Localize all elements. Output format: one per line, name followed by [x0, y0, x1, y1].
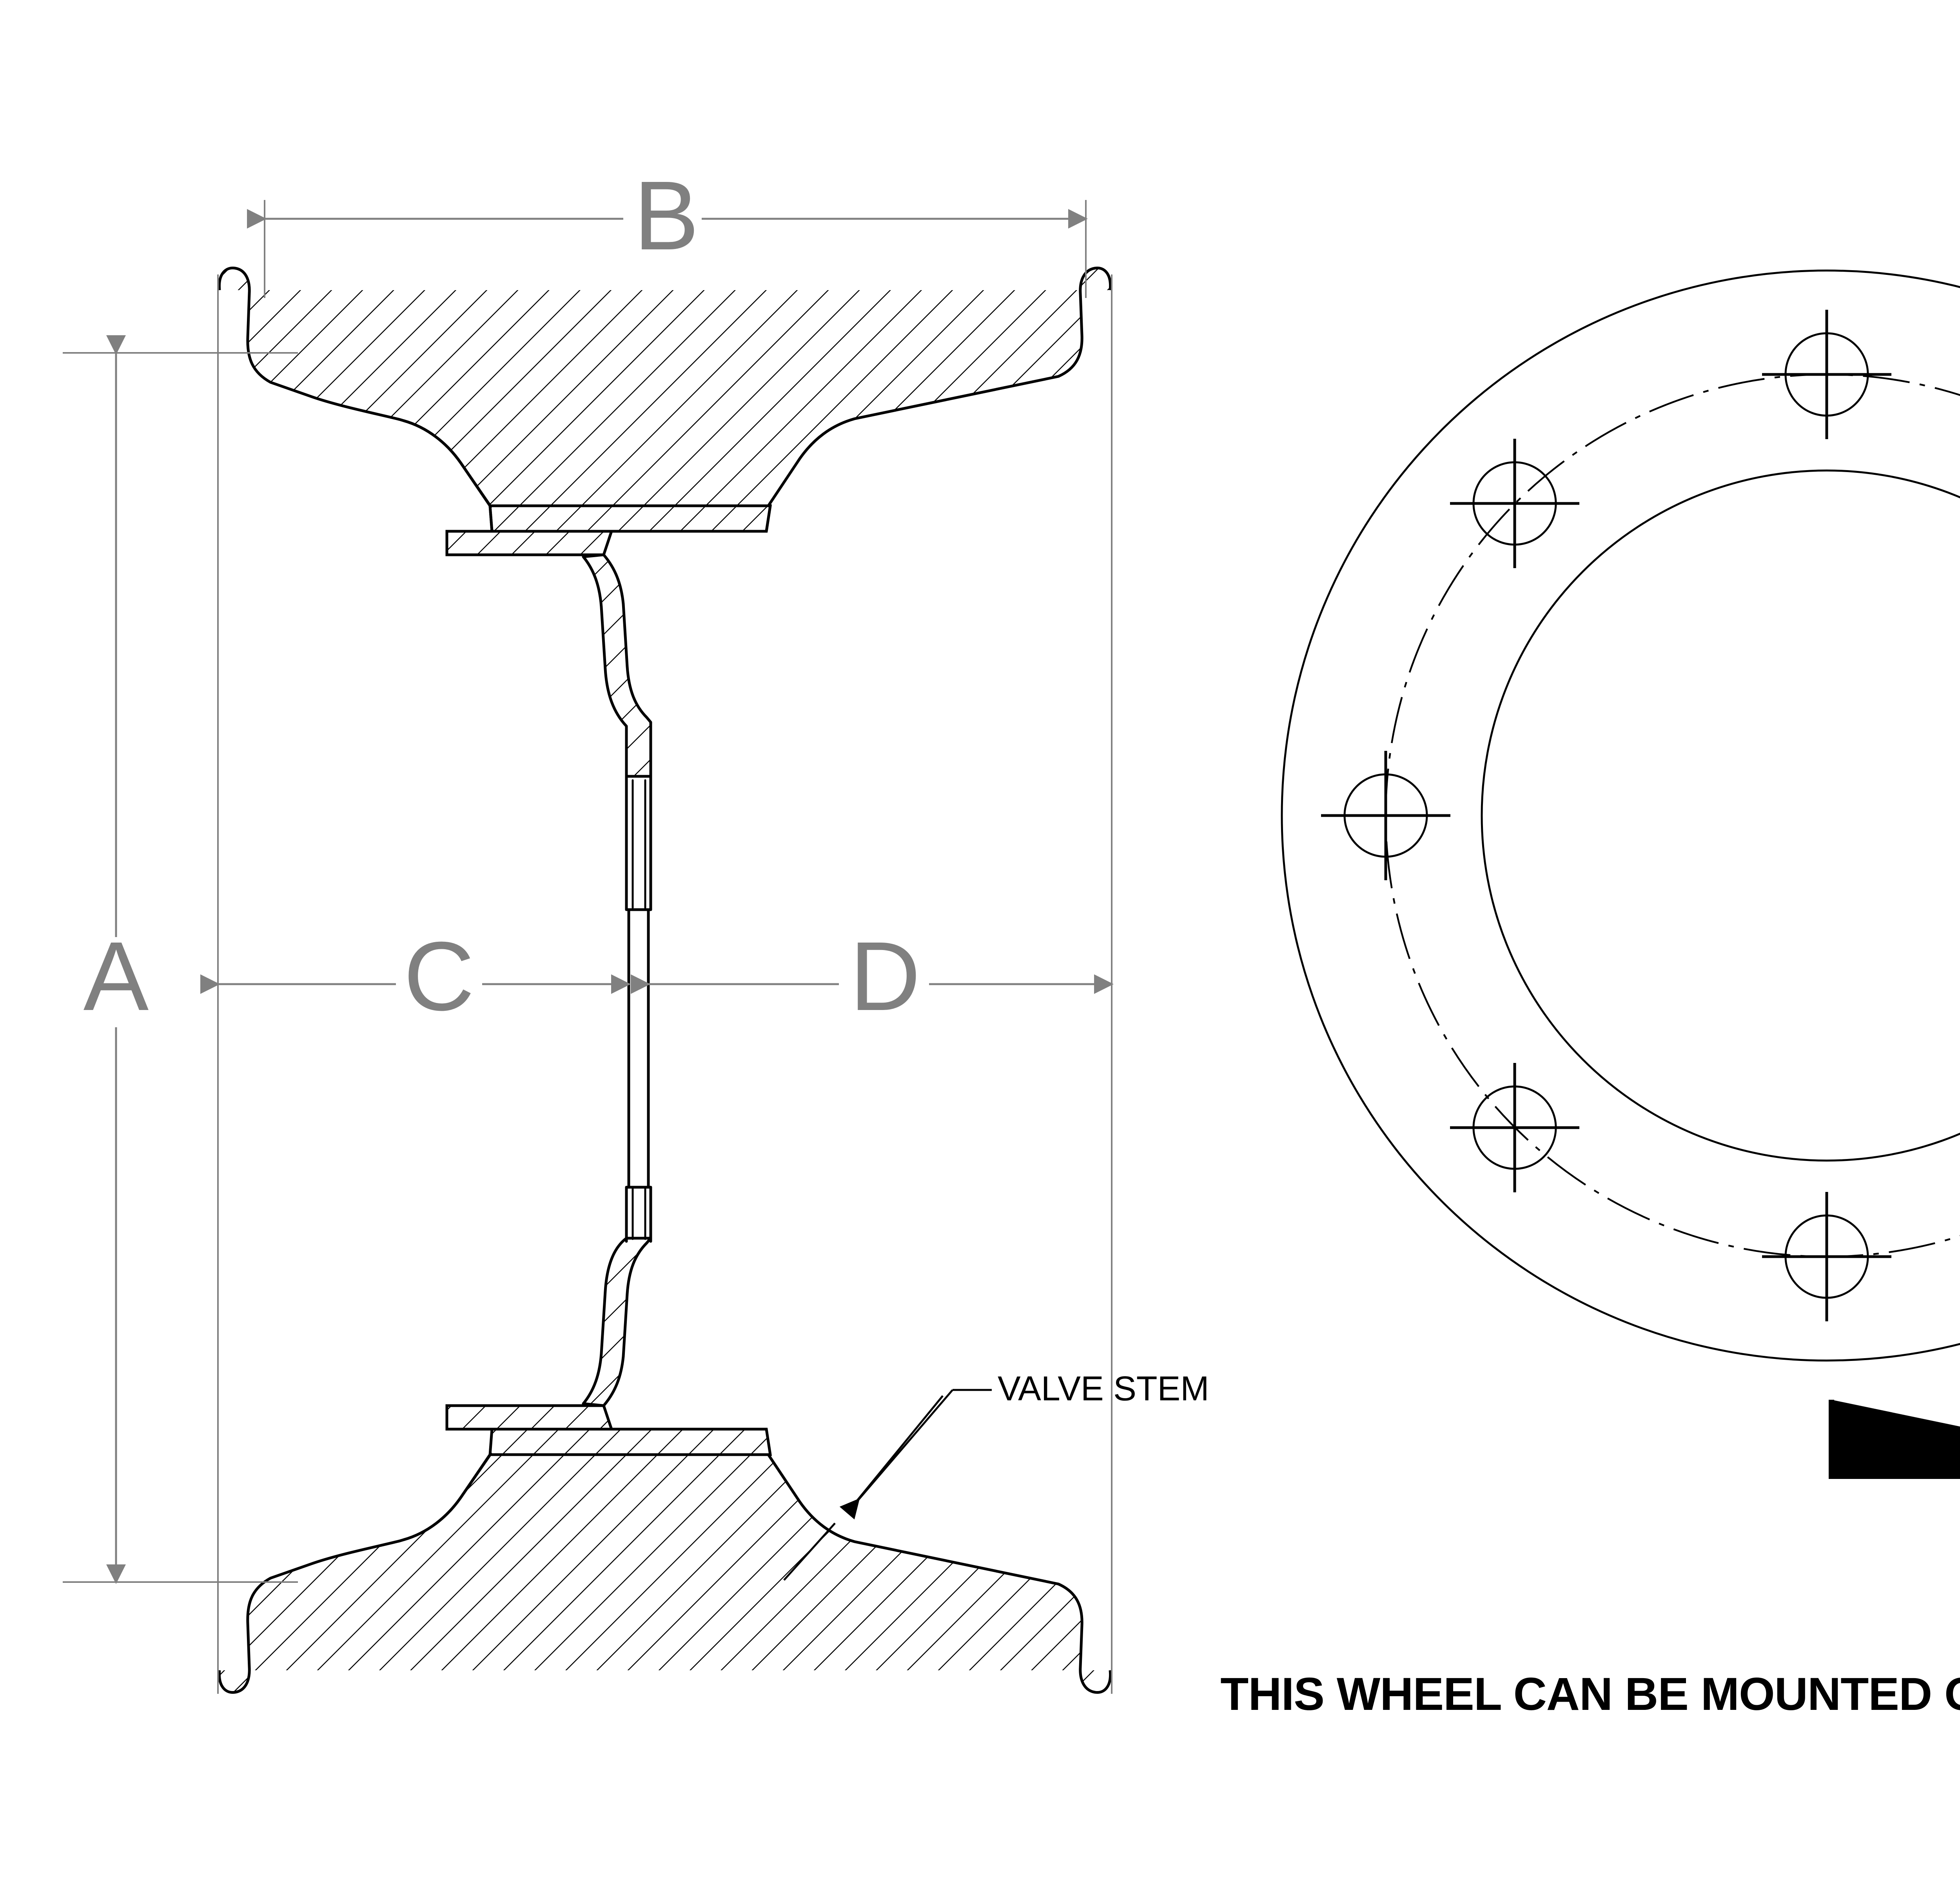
disc-upper-pad: [445, 530, 613, 556]
dim-D-label: D: [850, 921, 921, 1031]
bolt-hole: [1762, 310, 1891, 439]
callout-arrow-shaft: [1829, 1400, 1960, 1479]
wheel-disc-lower-web: [582, 1186, 652, 1407]
dim-A-label: A: [83, 921, 149, 1031]
mounting-note: THIS WHEEL CAN BE MOUNTED ON EITHER SIDE: [1220, 1668, 1960, 1720]
dimension-A: A: [63, 335, 298, 1584]
valve-stem-hole-line-2: [783, 1522, 836, 1581]
wheel-center-web: [627, 908, 650, 1189]
bolt-hole: [1321, 751, 1450, 880]
dim-C-label: C: [404, 921, 475, 1031]
rim-lower-wall: [218, 1452, 1112, 1694]
valve-stem-annotation: VALVE STEM: [783, 1369, 1209, 1581]
dimension-C: C: [200, 274, 631, 1694]
rim-upper-drop-center: [488, 504, 772, 533]
wheel-disc-upper-web: [582, 553, 652, 911]
dimension-D: D: [631, 274, 1114, 1694]
front-view: E F: [1281, 269, 1960, 1479]
center-bore-circle: [1481, 469, 1960, 1162]
disc-lower-web-profile: [582, 1237, 652, 1407]
bolt-hole-group: [1321, 310, 1891, 1321]
valve-stem-leader-slant: [839, 1389, 953, 1520]
cross-section-view: A B C D VALVE STEM: [63, 161, 1209, 1694]
rim-lower-shelf-line: [402, 1452, 492, 1541]
detail-callout-arrow: [1829, 1400, 1960, 1479]
disc-upper-web-profile: [582, 553, 652, 778]
rim-lower-drop-center: [488, 1428, 772, 1456]
outer-rim-circle: [1281, 269, 1960, 1362]
bolt-hole: [1450, 1063, 1579, 1192]
valve-stem-label: VALVE STEM: [998, 1369, 1209, 1408]
rim-upper-wall: [218, 267, 1112, 507]
rim-lower-outer-profile: [218, 1453, 1112, 1694]
bolt-hole: [1762, 1192, 1891, 1321]
disc-lower-pad: [445, 1404, 613, 1431]
dimension-B: B: [247, 161, 1088, 298]
rim-upper-shelf-line: [402, 419, 492, 508]
dim-B-label: B: [634, 161, 699, 270]
rim-upper-outer-profile: [218, 267, 1112, 507]
bolt-hole: [1450, 439, 1579, 568]
